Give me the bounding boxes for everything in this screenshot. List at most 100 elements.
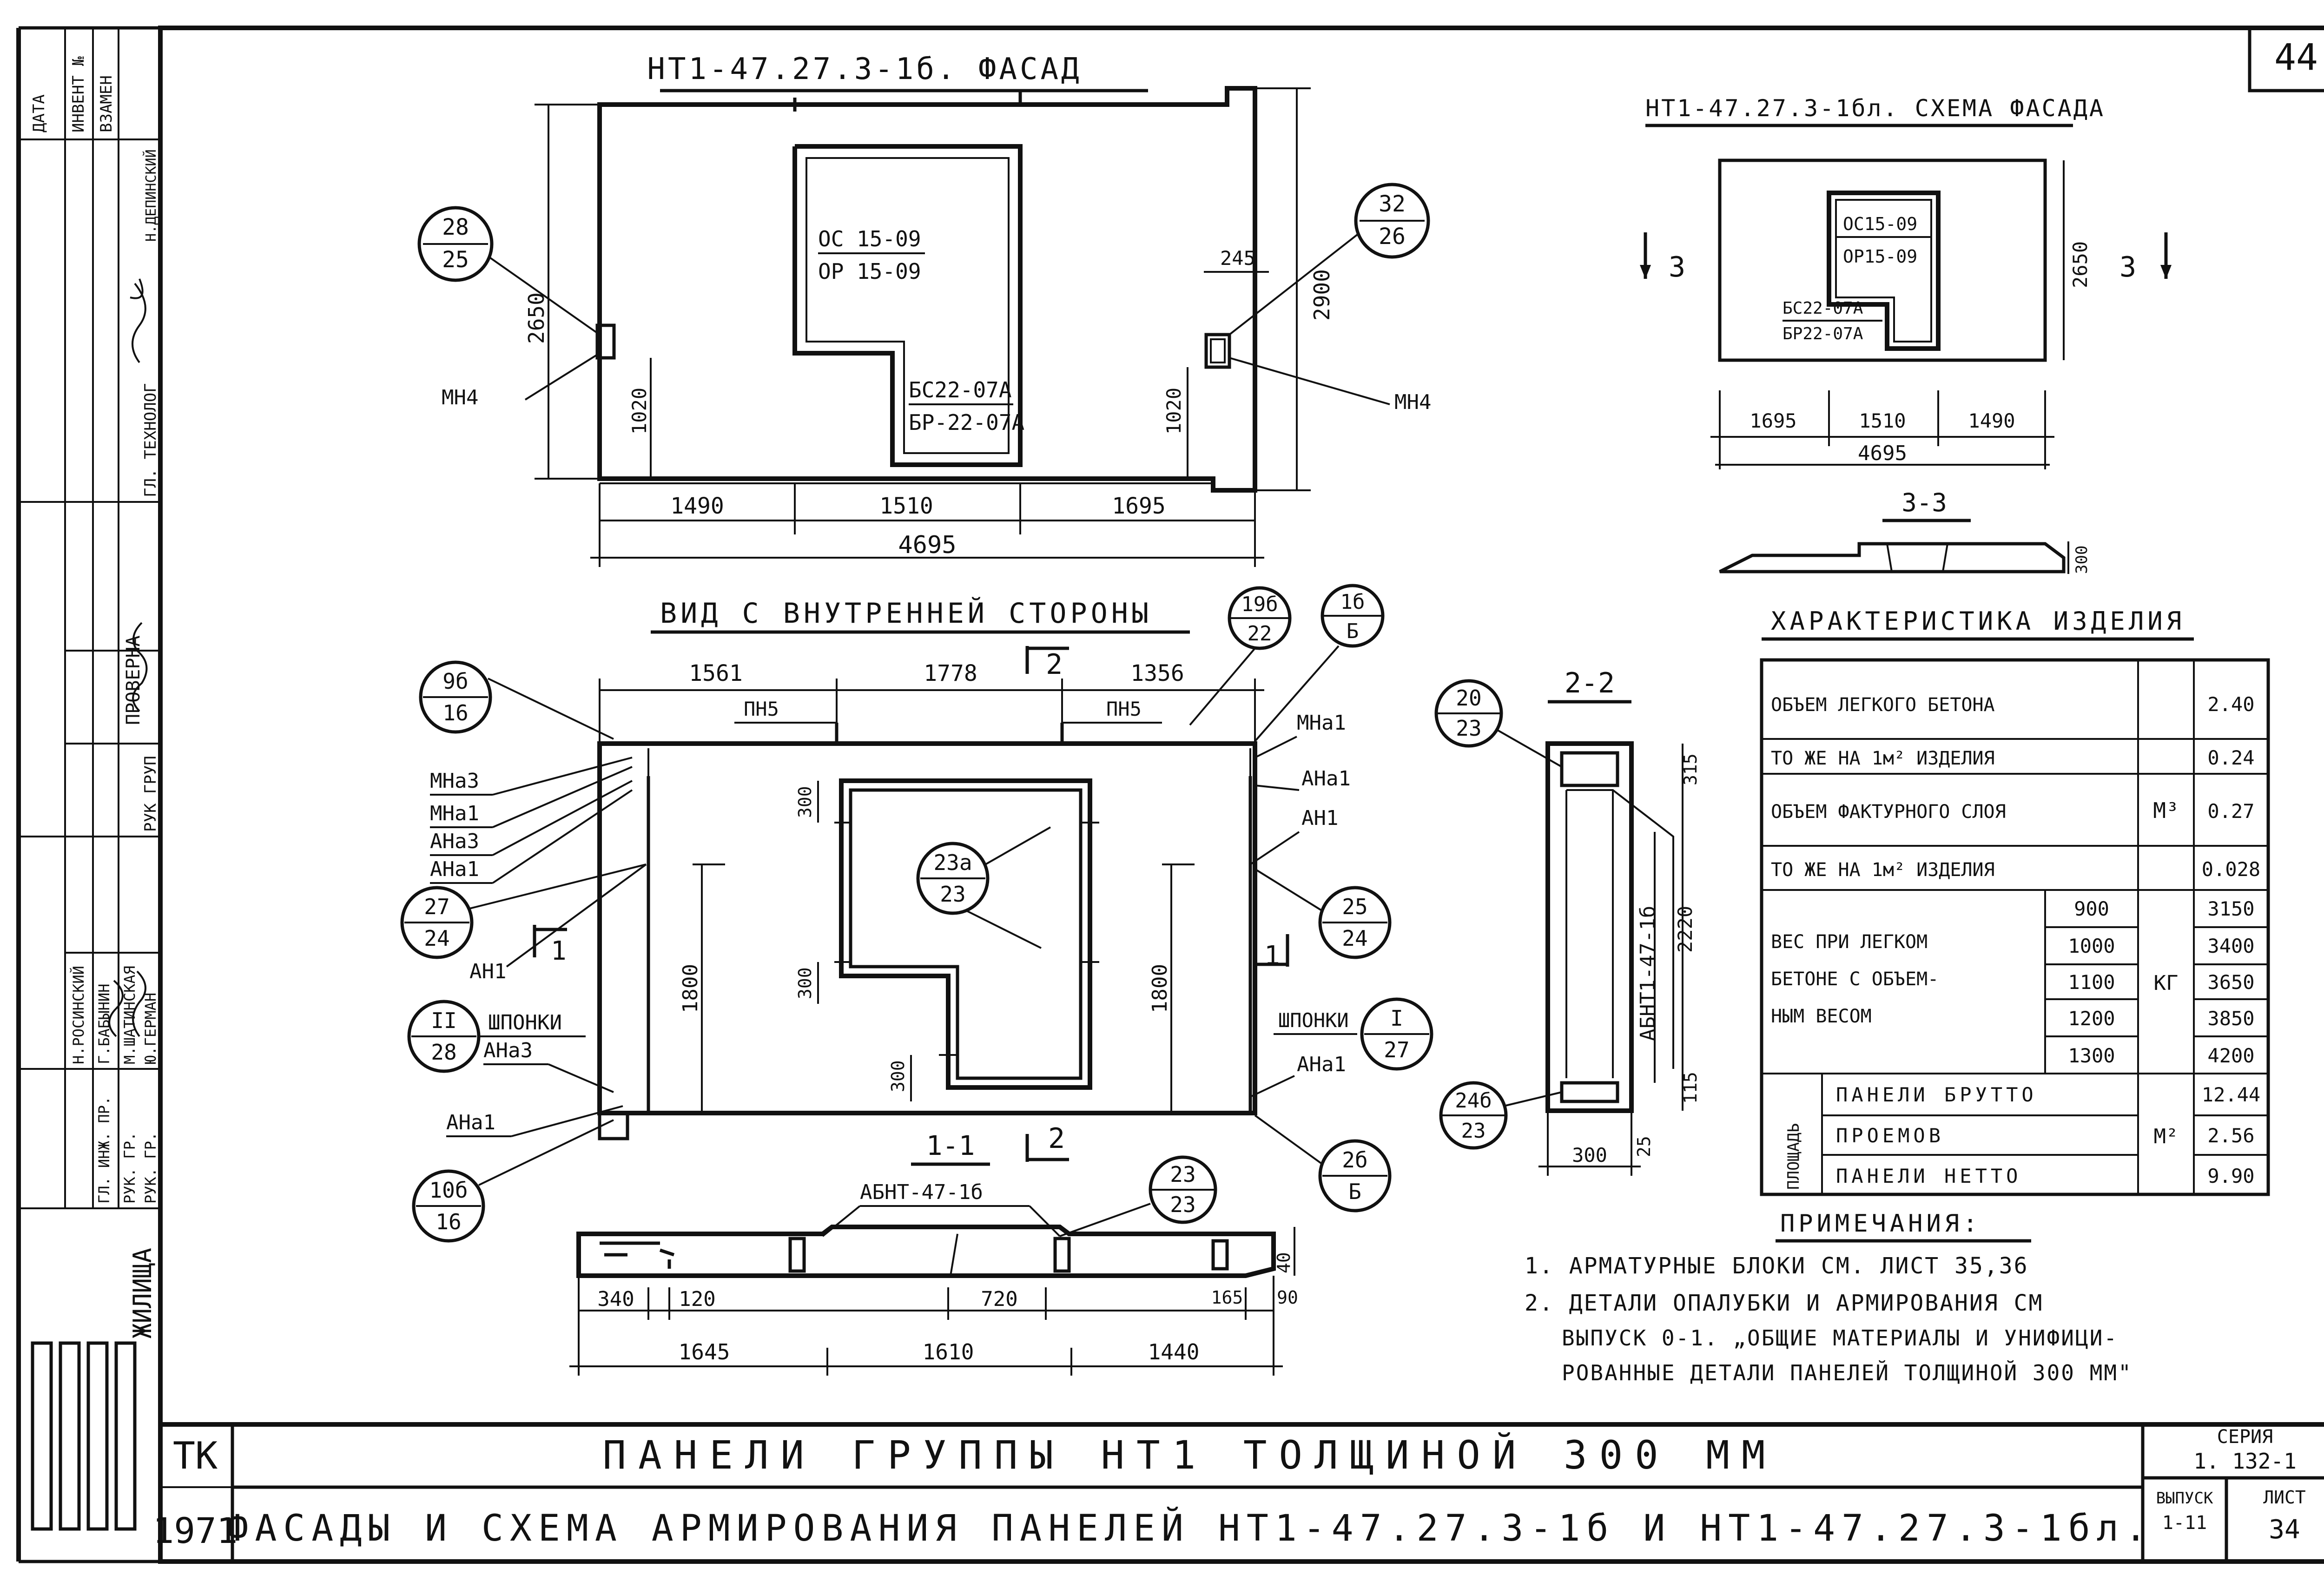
char-row-value: 2.40: [2207, 693, 2254, 716]
scheme-height: 2650: [2069, 241, 2092, 288]
dim-sill-left: 1020: [628, 388, 651, 435]
weight-unit: КГ: [2154, 971, 2179, 995]
weight-value: 3400: [2207, 935, 2254, 957]
section-1-1-outline: [576, 1225, 1276, 1278]
callout-bottom: 25: [442, 247, 469, 273]
mh-label-right: МН4: [1394, 390, 1431, 414]
callout-bottom: Б: [1347, 619, 1359, 643]
scheme-door-label: БР22-07А: [1783, 324, 1863, 343]
section-2-2-top: 315: [1680, 753, 1701, 785]
section-2-2-mid: 2220: [1674, 906, 1697, 953]
stamp-role: РУК. ГР.: [142, 1132, 159, 1204]
cut-1-right: 1: [1264, 941, 1280, 971]
facade-drawing: НТ1-47.27.3-1б. ФАСАД ОС 15-09 ОР 15-09 …: [417, 52, 1431, 567]
callout-bottom: 23: [1170, 1192, 1195, 1217]
dim-sill-right: 1020: [1162, 388, 1185, 435]
section-1-1-dim: 120: [679, 1287, 715, 1311]
weight-density: 1000: [2068, 935, 2115, 957]
callout-top: 20: [1456, 685, 1481, 711]
section-1-1-dim: 340: [597, 1287, 634, 1311]
mh-label-left: МН4: [442, 386, 478, 409]
stamp-name: Н.ДЕПИНСКИЙ: [143, 149, 159, 242]
anchor-label: МНа1: [430, 802, 479, 825]
section-1-1-dim: 165: [1211, 1287, 1243, 1308]
callout-bottom: 24: [424, 926, 449, 951]
callout-top: 23а: [933, 850, 972, 875]
callout-top: 2б: [1342, 1147, 1367, 1173]
anchor-label: ШПОНКИ: [1278, 1009, 1349, 1032]
section-2-2-outline: [1545, 741, 1634, 1113]
dim-300: 300: [795, 786, 815, 818]
notes-line: ВЫПУСК 0-1. „ОБЩИЕ МАТЕРИАЛЫ И УНИФИЦИ-: [1562, 1325, 2118, 1351]
signature: [108, 970, 146, 1037]
section-1-1-title: 1-1: [926, 1130, 975, 1161]
signature: [132, 622, 148, 712]
door-label: БС22-07А: [909, 377, 1012, 402]
scheme-window-label: ОС15-09: [1843, 214, 1917, 234]
inside-top-dim: 1778: [924, 660, 977, 686]
cut-mark-right: 3: [2119, 251, 2136, 283]
section-3-3-title: 3-3: [1901, 488, 1947, 517]
org-name: ЖИЛИЩА: [128, 1248, 157, 1338]
notes-line: 1. АРМАТУРНЫЕ БЛОКИ СМ. ЛИСТ 35,36: [1525, 1253, 2029, 1279]
weight-value: 3650: [2207, 971, 2254, 994]
dim-bay: 1695: [1112, 493, 1166, 519]
left-stamp: ДАТА ИНВЕНТ № ВЗАМЕН ГЛ. ТЕХНОЛОГ ПРОВЕР…: [16, 26, 160, 1563]
dim-bay: 1490: [670, 493, 724, 519]
stamp-replace-label: ВЗАМЕН: [97, 75, 116, 132]
anchor-label: АНа3: [483, 1039, 533, 1062]
cut-1-left: 1: [551, 936, 567, 966]
weight-density: 1100: [2068, 971, 2115, 994]
section-2-2-block: АБНТ1-47-1б: [1636, 906, 1660, 1041]
weight-density: 900: [2074, 897, 2109, 920]
stamp-role: РУК. ГР.: [121, 1132, 139, 1204]
callout-bottom: 16: [442, 700, 468, 725]
scheme-bay: 1490: [1968, 409, 2015, 432]
callout-bottom: 23: [1461, 1119, 1486, 1143]
char-row-label: ОБЪЕМ ЛЕГКОГО БЕТОНА: [1771, 694, 1995, 716]
section-1-1-dim: 1645: [679, 1339, 730, 1364]
anchor-label: АН1: [1301, 806, 1338, 830]
section-1-1-dim: 720: [981, 1287, 1017, 1311]
series-label: СЕРИЯ: [2217, 1426, 2273, 1448]
dim-total: 4695: [898, 531, 956, 559]
facade-scheme: НТ1-47.27.3-1бл. СХЕМА ФАСАДА ОС15-09 ОР…: [1640, 95, 2172, 469]
callout-top: 23: [1170, 1162, 1195, 1187]
char-row-label: ТО ЖЕ НА 1м² ИЗДЕЛИЯ: [1771, 748, 1995, 769]
corner-number: 44: [2274, 37, 2318, 79]
section-1-1-dim: 1440: [1148, 1339, 1200, 1364]
inside-top-dim: 1561: [689, 660, 743, 686]
section-1-1-block: АБНТ-47-1б: [860, 1180, 983, 1204]
inside-top-dim: 1356: [1130, 660, 1184, 686]
year: 1971: [152, 1510, 238, 1551]
pn-label: ПН5: [1106, 698, 1142, 720]
anchor-label: АНа1: [430, 857, 479, 881]
callout-bottom: 16: [436, 1209, 461, 1234]
char-row-value: 0.27: [2207, 800, 2254, 823]
cut-2-top: 2: [1046, 648, 1063, 681]
area-row-label: ПАНЕЛИ БРУТТО: [1836, 1083, 2037, 1106]
notes-line: РОВАННЫЕ ДЕТАЛИ ПАНЕЛЕЙ ТОЛЩИНОЙ 300 ММ": [1562, 1360, 2133, 1385]
callout-bottom: 28: [431, 1040, 456, 1065]
weight-value: 4200: [2207, 1044, 2254, 1067]
section-1-1: 1-1 АБНТ-47-1б 23 23 340 120 720 165 90 …: [569, 1130, 1298, 1376]
callout-top: 28: [442, 214, 469, 240]
weight-value: 3850: [2207, 1007, 2254, 1030]
stamp-role: ГЛ. ТЕХНОЛОГ: [141, 383, 160, 497]
dim-height-right: 2900: [1309, 269, 1334, 321]
callout-top: 19б: [1241, 593, 1278, 616]
weight-label: НЫМ ВЕСОМ: [1771, 1006, 1872, 1027]
callout-top: 1б: [1340, 590, 1365, 614]
notes-line: 2. ДЕТАЛИ ОПАЛУБКИ И АРМИРОВАНИЯ СМ: [1525, 1290, 2043, 1316]
char-row-label: ОБЪЕМ ФАКТУРНОГО СЛОЯ: [1771, 801, 2006, 823]
callout-top: 9б: [442, 669, 468, 694]
inside-height-right: 1800: [1148, 964, 1172, 1013]
signature: [130, 278, 146, 363]
title-line-2: ФАСАДЫ И СХЕМА АРМИРОВАНИЯ ПАНЕЛЕЙ НТ1-4…: [226, 1507, 2153, 1549]
weight-value: 3150: [2207, 897, 2254, 920]
scheme-door-label: БС22-07А: [1783, 299, 1863, 318]
window-label: ОС 15-09: [818, 226, 921, 251]
scheme-bay: 1695: [1750, 409, 1796, 432]
char-row-value: 0.028: [2202, 858, 2260, 881]
dim-300: 300: [888, 1060, 908, 1092]
